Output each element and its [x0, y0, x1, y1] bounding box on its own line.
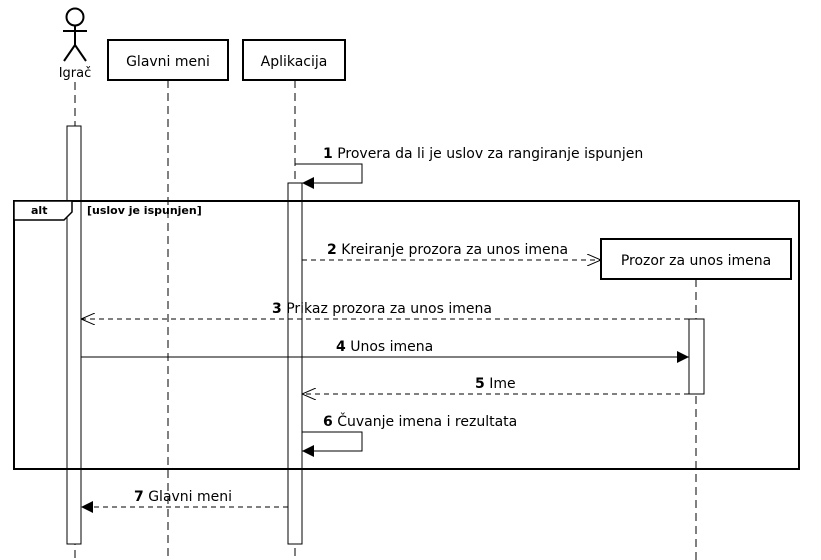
alt-fragment: alt [uslov je ispunjen]	[13, 200, 800, 470]
participant-aplikacija-label: Aplikacija	[261, 54, 328, 70]
activation-prozor	[688, 318, 705, 395]
participant-prozor-label: Prozor za unos imena	[621, 253, 771, 269]
message-3-label: 3 Prikaz prozora za unos imena	[272, 301, 492, 317]
participant-prozor: Prozor za unos imena	[600, 238, 792, 280]
activation-igrac	[66, 125, 82, 545]
message-1-label: 1 Provera da li je uslov za rangiranje i…	[323, 146, 643, 162]
actor-label: Igrač	[59, 66, 92, 81]
message-5-label: 5 Ime	[475, 376, 516, 392]
activation-aplikacija	[287, 182, 303, 545]
message-6-arrow	[302, 431, 363, 457]
message-7-label: 7 Glavni meni	[134, 489, 232, 505]
message-4-label: 4 Unos imena	[336, 339, 433, 355]
participant-glavni-meni-label: Glavni meni	[126, 54, 210, 70]
message-2-label: 2 Kreiranje prozora za unos imena	[327, 242, 568, 258]
message-1-arrow	[295, 163, 363, 189]
alt-guard: [uslov je ispunjen]	[87, 204, 202, 217]
actor-igrac: Igrač	[59, 7, 92, 81]
message-6-label: 6 Čuvanje imena i rezultata	[323, 412, 517, 430]
participant-aplikacija: Aplikacija	[242, 39, 346, 81]
alt-operator: alt	[31, 204, 47, 217]
participant-glavni-meni: Glavni meni	[107, 39, 229, 81]
